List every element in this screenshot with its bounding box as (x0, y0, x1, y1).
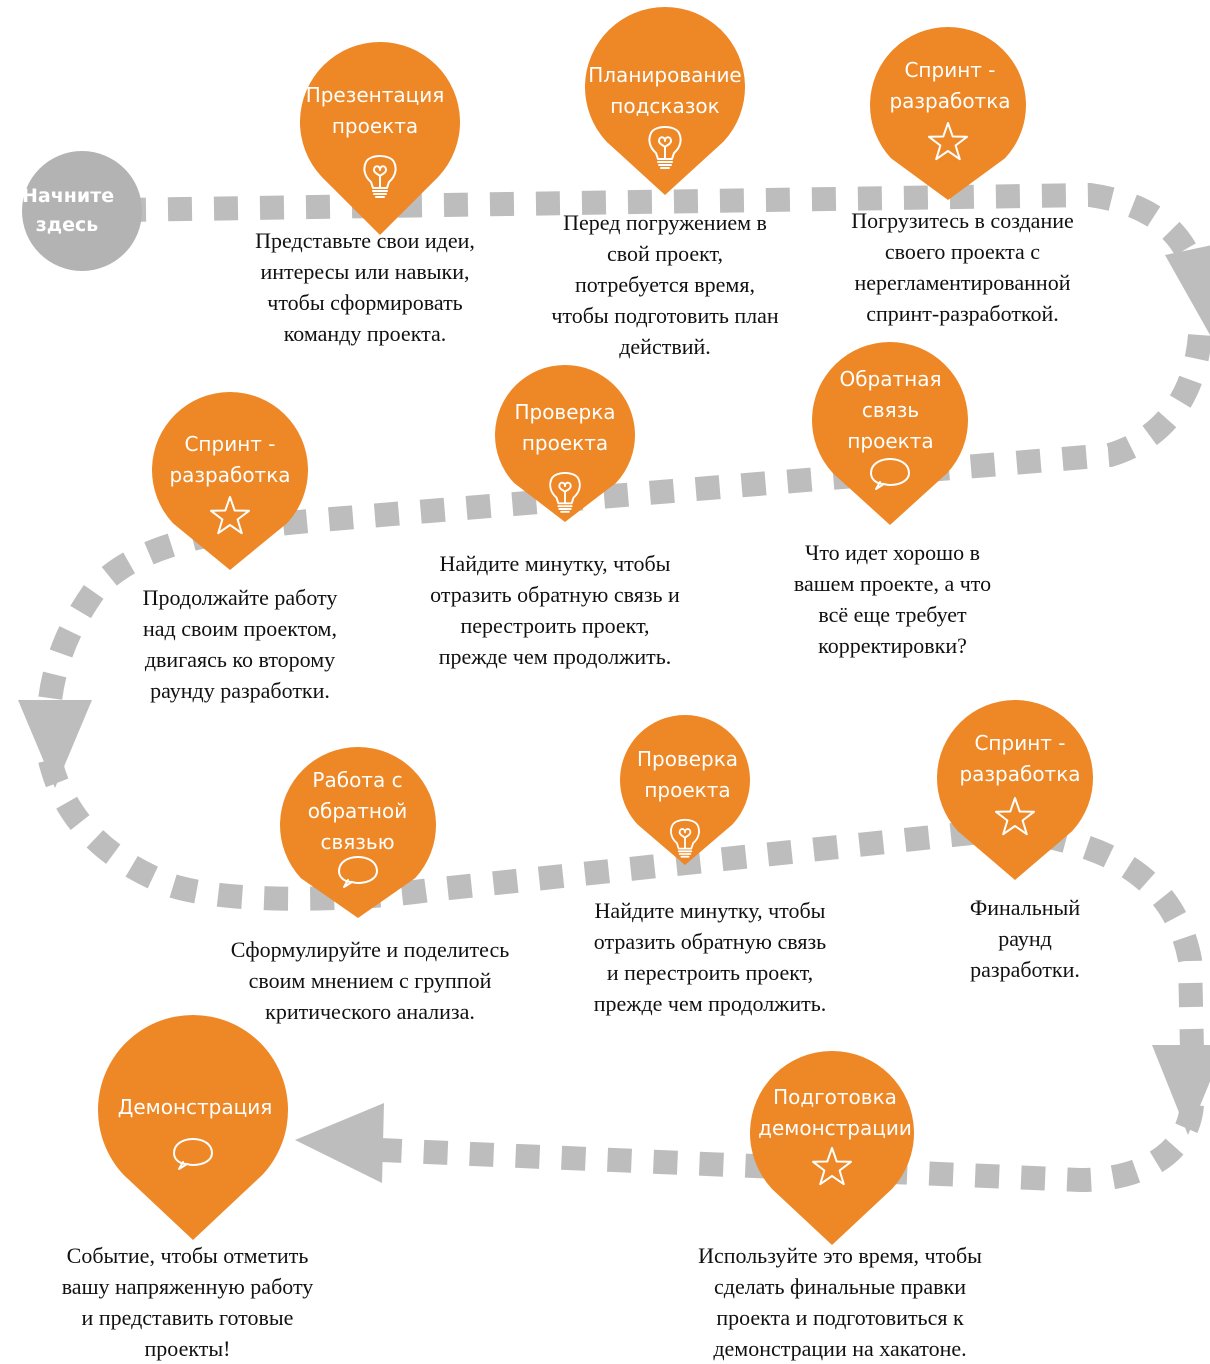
pin-marker (495, 365, 635, 522)
step-8-description: Найдите минутку, чтобы отразить обратную… (593, 898, 827, 1016)
speech-bubble-icon (338, 856, 378, 888)
pin-marker (98, 1015, 288, 1240)
step-5-description: Найдите минутку, чтобы отразить обратную… (430, 551, 680, 669)
step-10-description: Используйте это время, чтобы сделать фин… (698, 1243, 982, 1361)
step-5-title: Проверка проекта (514, 400, 616, 455)
star-icon (928, 122, 968, 161)
pin-step-1 (300, 42, 460, 235)
step-4-title: Обратная связь проекта (839, 367, 942, 453)
step-8-title: Проверка проекта (636, 747, 739, 802)
path-arrows (18, 151, 1210, 1183)
star-icon (995, 797, 1035, 836)
speech-bubble-icon (870, 458, 910, 490)
arrow-left-down (18, 700, 92, 788)
step-1-description: Представьте свои идеи, интересы или навы… (255, 228, 475, 346)
arrow-left-final (295, 1103, 384, 1183)
step-9-title: Спринт - разработка (959, 731, 1081, 786)
lightbulb-icon (670, 818, 700, 858)
step-2-description: Перед погружением в свой проект, потребу… (551, 210, 779, 359)
pin-marker (280, 747, 437, 918)
pin-step-6 (152, 392, 308, 570)
step-2-title: Планирование подсказок (588, 63, 742, 118)
pin-marker (300, 42, 460, 235)
arrow-bottom-right-down (1152, 1045, 1210, 1135)
step-3-description: Погрузитесь в создание своего проекта с … (851, 208, 1074, 326)
pin-step-4 (812, 342, 968, 525)
pin-step-8 (620, 715, 750, 865)
start-circle (22, 151, 142, 271)
start-label: Начните здесь (22, 185, 115, 236)
pin-marker (870, 26, 1027, 201)
step-6-title: Спринт - разработка (169, 432, 291, 487)
step-10-title: Подготовка демонстрации (758, 1085, 912, 1140)
pins (98, 6, 1094, 1245)
pin-marker (620, 715, 750, 865)
step-11-description: Событие, чтобы отметить вашу напряженную… (61, 1243, 314, 1361)
pin-marker (152, 392, 308, 570)
arrow-right-down (1165, 245, 1210, 335)
pin-step-7 (280, 747, 437, 918)
lightbulb-icon (648, 126, 682, 169)
pin-step-2 (585, 6, 746, 196)
pin-step-3 (870, 26, 1027, 201)
path-segment-3 (38, 756, 1204, 1051)
pin-marker (812, 342, 968, 525)
pin-step-5 (495, 365, 635, 522)
speech-bubble-icon (173, 1138, 213, 1170)
star-icon (812, 1147, 852, 1186)
step-4-description: Что идет хорошо в вашем проекте, а что в… (793, 540, 992, 658)
step-3-title: Спринт - разработка (889, 58, 1011, 113)
step-7-title: Работа с обратной связью (307, 768, 408, 854)
pin-step-9 (937, 699, 1094, 880)
step-9-description: Финальный раунд разработки. (969, 895, 1081, 982)
lightbulb-icon (549, 471, 581, 513)
pin-step-10 (750, 1051, 914, 1245)
step-11-title: Демонстрация (117, 1095, 273, 1119)
step-6-description: Продолжайте работу над своим проектом, д… (142, 585, 338, 703)
lightbulb-icon (363, 155, 397, 198)
star-icon (210, 496, 250, 535)
step-1-title: Презентация проекта (305, 83, 445, 138)
pin-marker (937, 699, 1094, 880)
step-7-description: Сформулируйте и поделитесь своим мнением… (230, 937, 510, 1024)
pin-step-11 (98, 1015, 288, 1240)
pin-marker (585, 6, 746, 196)
